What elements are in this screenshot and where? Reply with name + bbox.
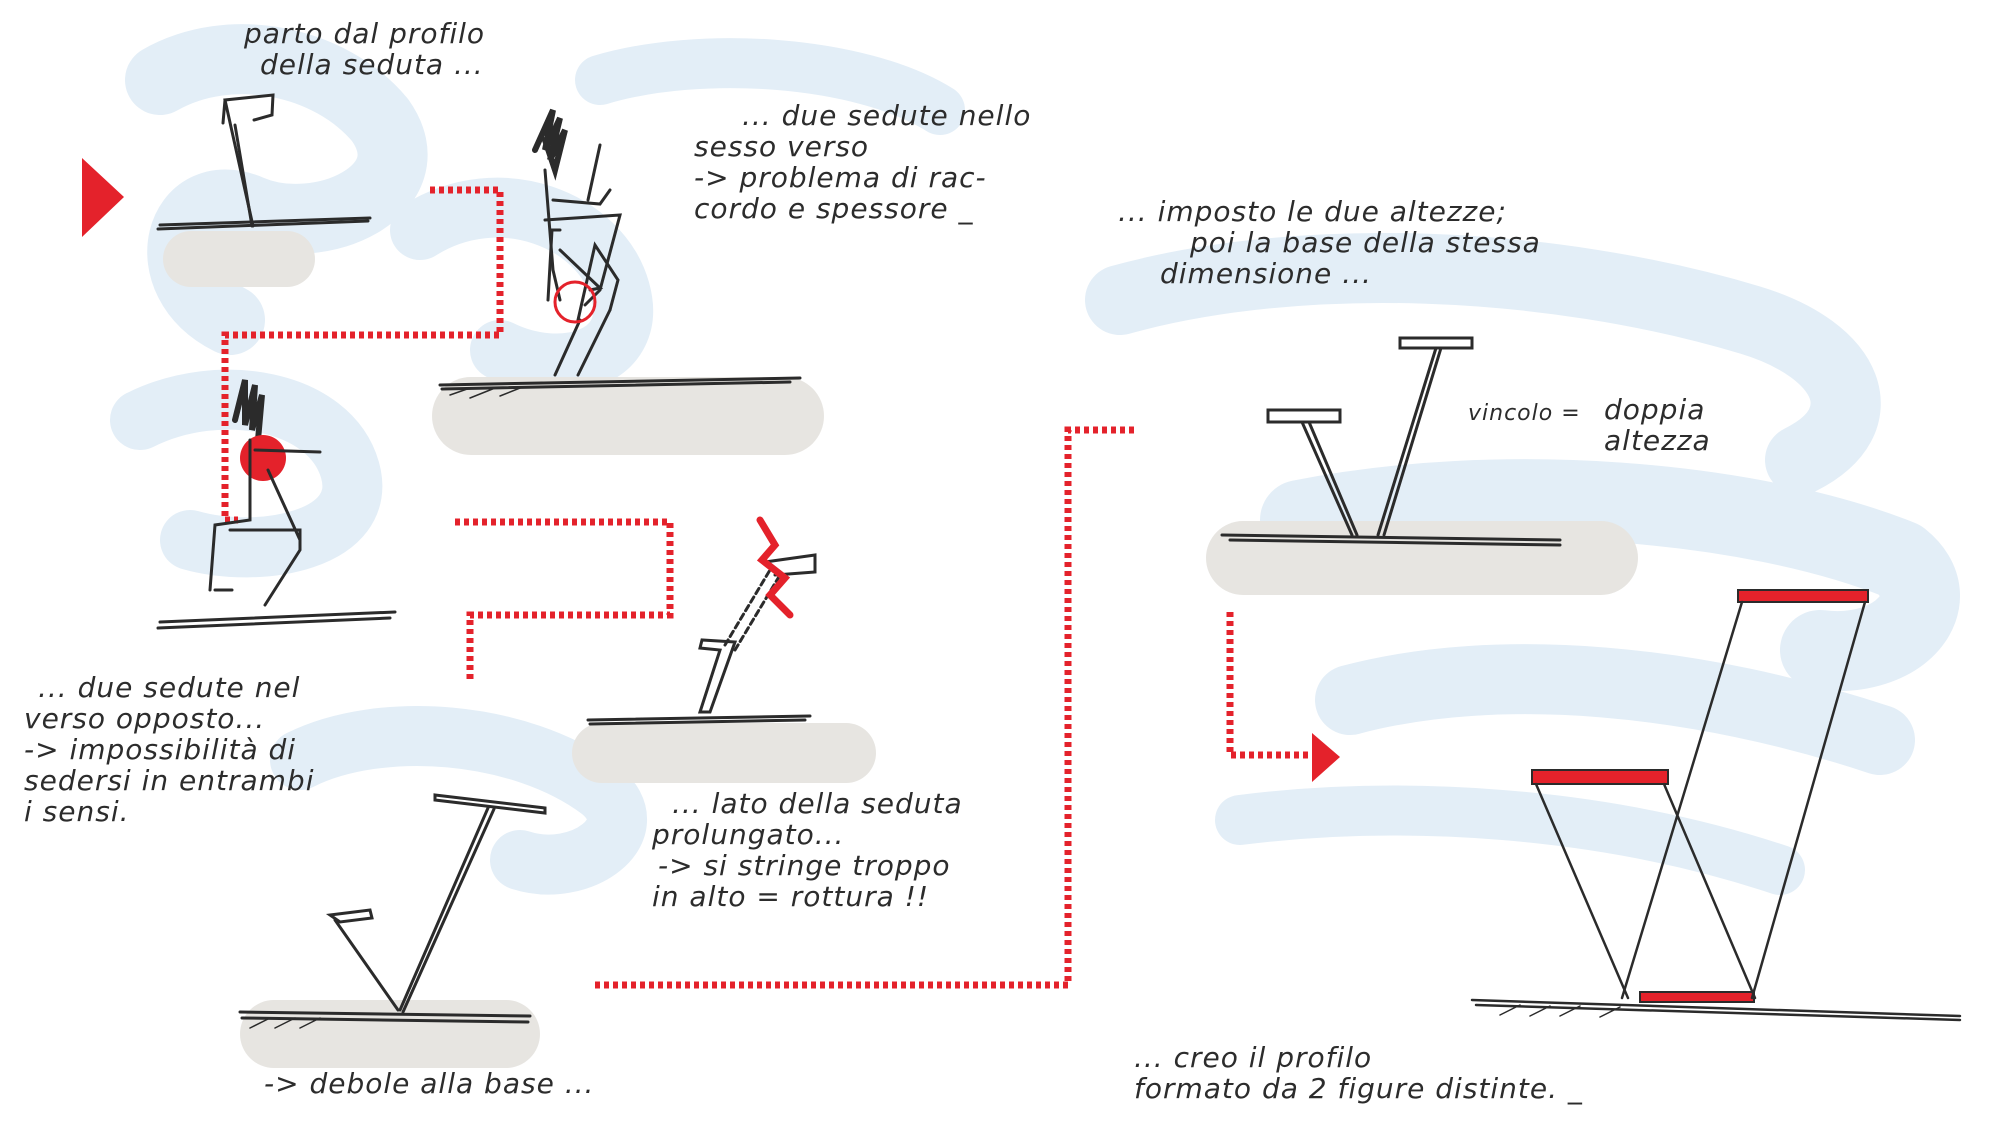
note-final-profile: ... creo il profilo formato da 2 figure … — [1134, 1042, 1583, 1104]
end-arrow-icon — [1312, 733, 1340, 782]
sketch-weak-base — [240, 795, 545, 1028]
note-opposite-direction: ... due sedute nel verso opposto... -> i… — [24, 672, 314, 827]
sketch-elongated-seat — [588, 520, 815, 724]
note-elongated-seat: ... lato della seduta prolungato... -> s… — [652, 788, 963, 912]
start-arrow-icon — [82, 158, 124, 237]
note-seat-profile: parto dal profilo della seduta ... — [244, 18, 485, 80]
note-two-heights: ... imposto le due altezze; poi la base … — [1118, 196, 1541, 289]
note-same-direction: ... due sedute nello sesso verso -> prob… — [694, 100, 1031, 224]
ground-shadows — [163, 231, 1638, 1068]
note-weak-base: -> debole alla base ... — [264, 1068, 594, 1099]
note-constraint: vincolo = — [1468, 396, 1581, 429]
note-constraint-value: doppia altezza — [1604, 394, 1711, 456]
